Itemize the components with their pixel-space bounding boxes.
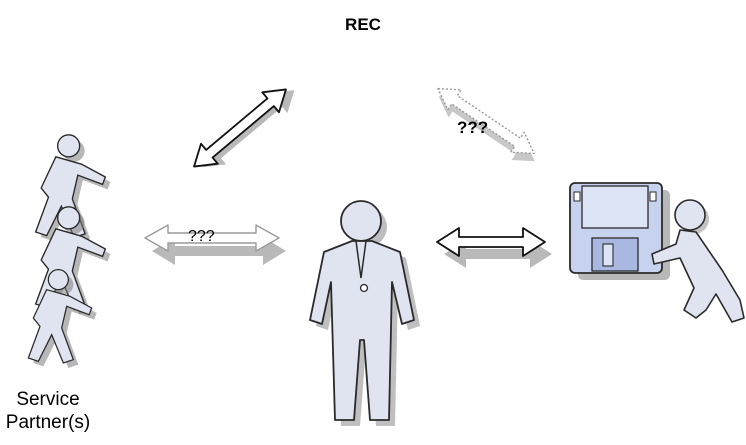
arrow-top-left (186, 76, 303, 182)
floppy-disk-group (570, 183, 744, 322)
service-partner-label-line2: Partner(s) (0, 411, 96, 434)
top-right-link-label: ??? (457, 118, 488, 138)
service-partner-label-line1: Service (0, 388, 96, 411)
service-partner-label: Service Partner(s) (0, 388, 96, 434)
arrow-person-to-disk (437, 228, 552, 268)
partner-figure-bottom (28, 270, 96, 368)
person-head (341, 201, 381, 241)
arrow-partner-to-person (145, 225, 286, 265)
partner-link-label: ??? (188, 228, 215, 246)
person-button (361, 285, 368, 292)
diagram-title: REC (323, 15, 403, 35)
central-person-figure (310, 201, 420, 426)
service-partner-figures (28, 135, 110, 368)
floppy-disk-icon (570, 183, 670, 280)
